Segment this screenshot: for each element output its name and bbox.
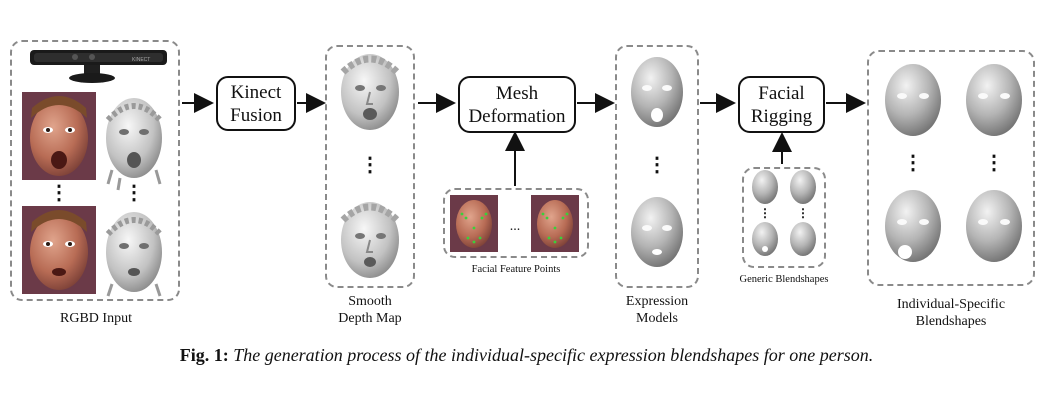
rgbd-input-box bbox=[10, 40, 180, 301]
kinect-brand-text: KINECT bbox=[132, 57, 150, 63]
generic-blendshapes-box bbox=[742, 167, 826, 268]
expression-model-bottom bbox=[631, 197, 683, 267]
expression-model-top bbox=[631, 57, 683, 127]
expression-models-box bbox=[615, 45, 699, 288]
mesh-deformation-line-2: Deformation bbox=[468, 105, 566, 127]
kinect-sensor-icon bbox=[30, 50, 167, 83]
individual-blendshapes-label-line-2: Blendshapes bbox=[915, 314, 987, 329]
flow-arrows bbox=[182, 93, 866, 186]
rgbd-input-label: RGBD Input bbox=[60, 311, 132, 326]
generic-blendshape-2 bbox=[790, 170, 816, 204]
caption-label: Fig. 1: bbox=[179, 345, 229, 365]
rgb-photo-bottom bbox=[22, 206, 96, 294]
feature-points-ellipsis: ... bbox=[509, 219, 521, 234]
rgb-photo-top bbox=[22, 92, 96, 180]
kinect-fusion-box: Kinect Fusion bbox=[216, 76, 296, 131]
expression-models-label-line-2: Models bbox=[636, 311, 678, 326]
facial-rigging-line-2: Rigging bbox=[750, 105, 813, 127]
smooth-depth-top bbox=[340, 54, 400, 130]
generic-blendshape-4 bbox=[790, 222, 816, 256]
depth-scan-top bbox=[105, 98, 163, 191]
individual-right-vertical-ellipsis: ⋮ bbox=[984, 152, 1004, 174]
smooth-depth-bottom bbox=[340, 202, 400, 278]
generic-blendshape-3 bbox=[752, 222, 778, 256]
individual-blendshapes-label: Individual-Specific Blendshapes bbox=[876, 296, 1026, 330]
individual-blendshape-2 bbox=[966, 64, 1022, 136]
rgb-vertical-ellipsis: ⋮ bbox=[49, 182, 69, 204]
individual-left-vertical-ellipsis: ⋮ bbox=[903, 152, 923, 174]
feature-points-box bbox=[443, 188, 589, 258]
models-vertical-ellipsis: ⋮ bbox=[647, 154, 667, 176]
mesh-deformation-box: Mesh Deformation bbox=[458, 76, 576, 133]
expression-models-label: Expression Models bbox=[600, 293, 714, 327]
facial-rigging-line-1: Facial bbox=[758, 82, 805, 104]
individual-blendshape-1 bbox=[885, 64, 941, 136]
generic-blendshape-1 bbox=[752, 170, 778, 204]
smooth-depth-label: Smooth Depth Map bbox=[315, 293, 425, 327]
smooth-depth-label-line-1: Smooth bbox=[348, 294, 392, 309]
figure-caption: Fig. 1: The generation process of the in… bbox=[0, 345, 1053, 366]
caption-text: The generation process of the individual… bbox=[233, 345, 874, 365]
generic-right-vertical-ellipsis: ⋮ bbox=[797, 206, 809, 220]
kinect-fusion-line-2: Fusion bbox=[230, 104, 282, 126]
generic-left-vertical-ellipsis: ⋮ bbox=[759, 206, 771, 220]
kinect-fusion-line-1: Kinect bbox=[230, 81, 282, 103]
individual-blendshapes-label-line-1: Individual-Specific bbox=[896, 297, 1006, 312]
individual-blendshape-4 bbox=[966, 190, 1022, 262]
depth-scan-bottom bbox=[105, 212, 163, 297]
feature-photo-2 bbox=[531, 195, 579, 252]
expression-models-label-line-1: Expression bbox=[625, 294, 689, 309]
smooth-depth-box bbox=[325, 45, 415, 288]
smooth-depth-label-line-2: Depth Map bbox=[338, 311, 402, 326]
facial-rigging-box: Facial Rigging bbox=[738, 76, 825, 133]
individual-blendshape-3 bbox=[885, 190, 941, 262]
depth-vertical-ellipsis: ⋮ bbox=[360, 154, 380, 176]
individual-blendshapes-box bbox=[867, 50, 1035, 286]
scan-vertical-ellipsis: ⋮ bbox=[124, 182, 144, 204]
mesh-deformation-line-1: Mesh bbox=[495, 82, 539, 104]
generic-blendshapes-label: Generic Blendshapes bbox=[739, 274, 829, 285]
feature-photo-1 bbox=[450, 195, 498, 252]
feature-points-label: Facial Feature Points bbox=[471, 264, 561, 275]
